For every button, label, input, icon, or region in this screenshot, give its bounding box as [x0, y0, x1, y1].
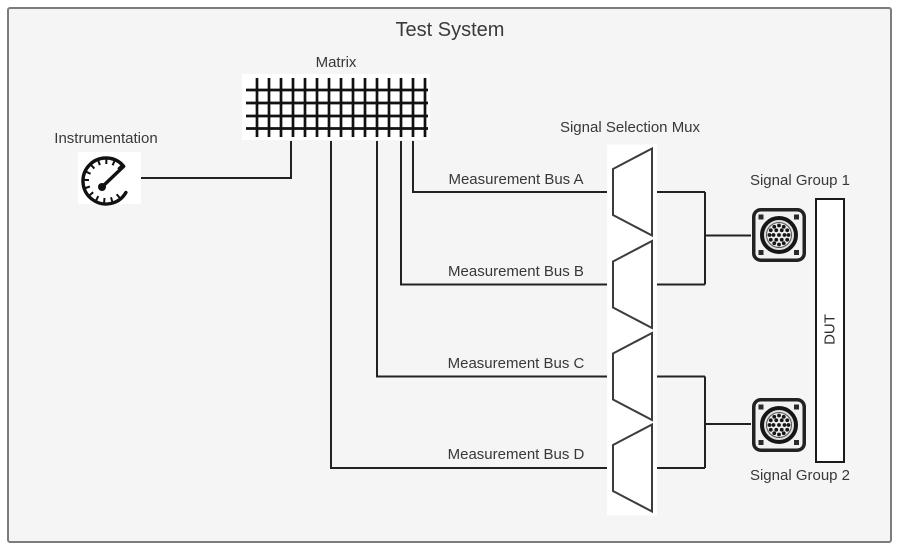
wire-instrumentation-to-matrix	[138, 141, 292, 179]
wire-bus-b	[400, 141, 612, 286]
wire-bus-a	[412, 141, 612, 193]
mux-trapezoid-shape-a	[612, 146, 653, 238]
measurement-bus-a-label: Measurement Bus A	[448, 171, 584, 188]
wire-layer	[138, 141, 751, 469]
circular-connector-icon-group1	[751, 207, 807, 263]
measurement-bus-d-label: Measurement Bus D	[447, 446, 585, 463]
signal-group-1-label: Signal Group 1	[749, 172, 851, 189]
matrix-label: Matrix	[315, 54, 357, 71]
crosspoint-grid-icon	[242, 74, 430, 140]
signal-selection-mux-label: Signal Selection Mux	[559, 119, 701, 136]
measurement-bus-b-label: Measurement Bus B	[448, 263, 584, 280]
gauge-meter-icon	[78, 152, 141, 206]
dut-block	[815, 198, 845, 463]
instrumentation-label: Instrumentation	[54, 130, 158, 147]
wire-bus-d	[330, 141, 612, 469]
mux-trapezoid-shape-c	[612, 331, 653, 422]
page-title: Test System	[395, 19, 505, 41]
circular-connector-icon-group2	[751, 397, 807, 453]
mux-trapezoid-shape-b	[612, 239, 653, 330]
measurement-bus-c-label: Measurement Bus C	[447, 355, 585, 372]
signal-group-2-label: Signal Group 2	[749, 467, 851, 484]
diagram-frame	[7, 7, 892, 543]
wire-bus-c	[376, 141, 612, 378]
dut-label: DUT	[821, 314, 839, 345]
mux-bank	[607, 144, 657, 516]
mux-trapezoid-shape-d	[612, 422, 653, 514]
